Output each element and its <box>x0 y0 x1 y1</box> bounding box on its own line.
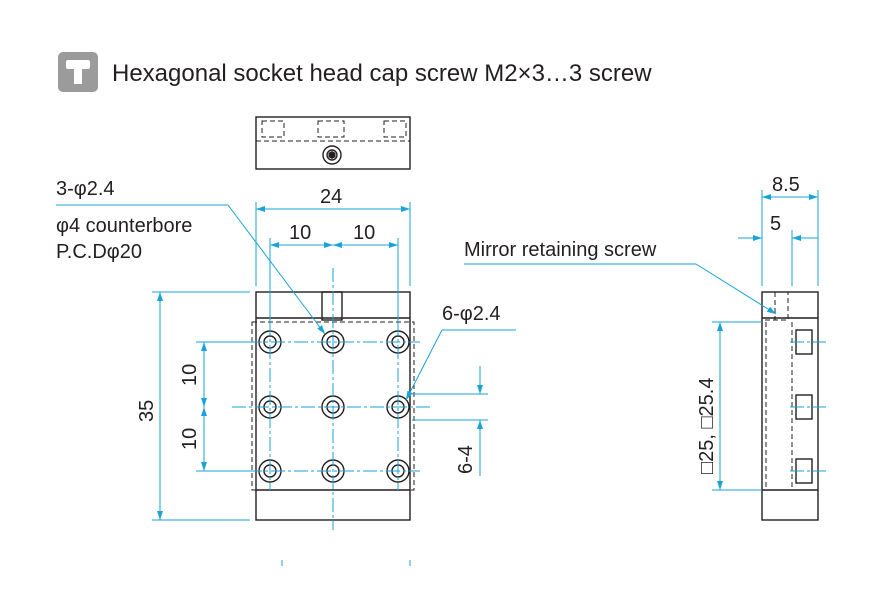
dim-side-5: 5 <box>738 213 818 286</box>
tapped-holes-label: 6-φ2.4 <box>442 303 501 325</box>
leader-tapped-holes: 6-φ2.4 <box>405 303 516 401</box>
dim-height-label: 35 <box>136 400 158 422</box>
header-title: Hexagonal socket head cap screw M2×3…3 s… <box>112 60 652 87</box>
dim-pitch-horizontal: 10 10 <box>269 222 399 330</box>
dim-pitch-right-label: 10 <box>353 222 375 244</box>
top-view <box>255 116 411 170</box>
mirror-screw-label: Mirror retaining screw <box>464 239 657 261</box>
dim-mirror-size-label: □25, □25.4 <box>696 378 718 474</box>
dim-width-label: 24 <box>320 186 342 208</box>
dim-tap-depth: 6-4 <box>412 366 488 476</box>
leader-mirror-screw: Mirror retaining screw <box>464 239 777 315</box>
dim-pitch-upper-label: 10 <box>179 364 201 386</box>
screw-head-icon <box>58 52 98 92</box>
dim-tap-depth-label: 6-4 <box>455 445 477 474</box>
dim-pitch-vertical: 10 10 <box>179 341 250 472</box>
front-view <box>232 268 432 530</box>
dim-pitch-left-label: 10 <box>289 222 311 244</box>
counterbore-label: φ4 counterbore <box>56 215 192 237</box>
dim-pitch-lower-label: 10 <box>179 428 201 450</box>
side-view <box>761 291 826 521</box>
dim-width-24: 24 <box>255 186 411 286</box>
holes-label: 3-φ2.4 <box>56 178 115 200</box>
dim-mirror-size: □25, □25.4 <box>696 321 762 491</box>
leader-holes: 3-φ2.4 φ4 counterbore P.C.Dφ20 <box>56 178 326 335</box>
pcd-label: P.C.Dφ20 <box>56 241 142 263</box>
dim-height-35: 35 <box>136 291 250 521</box>
dim-side-total-label: 8.5 <box>772 174 800 196</box>
dim-side-partial-label: 5 <box>770 213 781 235</box>
